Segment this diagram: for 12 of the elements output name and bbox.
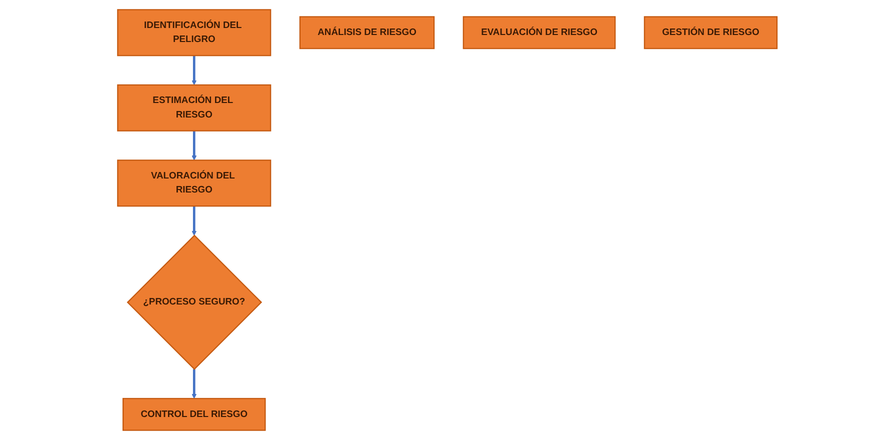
node-box: ANÁLISIS DE RIESGO [299,16,434,50]
node-diamond: ¿PROCESO SEGURO? [126,234,262,370]
arrow [191,206,196,236]
node-box: CONTROL DEL RIESGO [122,398,266,431]
node-box: IDENTIFICACIÓN DEL PELIGRO [116,9,271,56]
node-box: VALORACIÓN DEL RIESGO [116,160,271,207]
arrow [191,369,196,399]
node-box: ESTIMACIÓN DEL RIESGO [116,84,271,132]
arrow [191,56,196,86]
arrow [191,130,196,160]
node-box: GESTIÓN DE RIESGO [644,16,778,50]
node-box: EVALUACIÓN DE RIESGO [462,16,616,50]
